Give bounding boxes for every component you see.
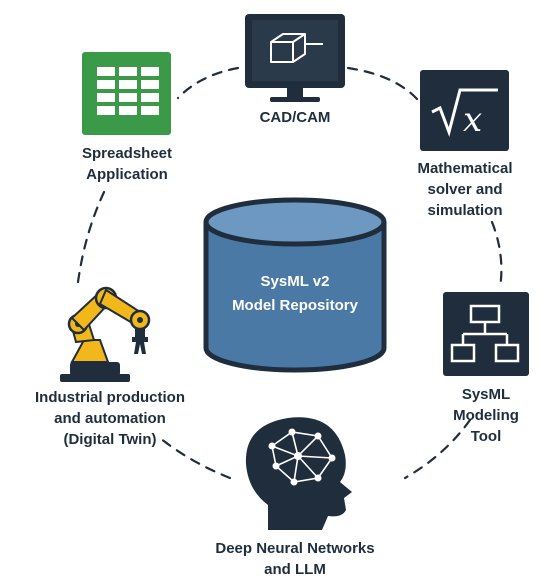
math-solver-label-line: Mathematical [417, 160, 513, 177]
spreadsheet-label-line: Application [86, 166, 168, 183]
monitor-cube-icon [245, 14, 345, 102]
dnn-label: Deep Neural Networks and LLM [195, 538, 395, 580]
industrial-label-line: Industrial production [35, 389, 185, 406]
spreadsheet-label-line: Spreadsheet [81, 145, 173, 162]
sysml-tool-label-line: SysML [461, 386, 511, 403]
industrial-label: Industrial production and automation (Di… [10, 387, 210, 450]
database-cylinder-icon [203, 197, 387, 373]
repository-label: SysML v2 Model Repository [205, 270, 385, 318]
sysml-tool-label-line: Tool [470, 428, 502, 445]
cadcam-label: CAD/CAM [245, 107, 345, 128]
sysml-tool-label: SysML Modeling Tool [422, 384, 550, 447]
robot-arm-icon [60, 286, 151, 382]
spreadsheet-icon [82, 52, 171, 135]
flowchart-icon [443, 292, 529, 376]
brain-network-icon [245, 417, 352, 530]
sysml-tool-label-line: Modeling [453, 407, 519, 424]
math-solver-label-line: simulation [427, 202, 503, 219]
dnn-label-line: and LLM [264, 561, 326, 578]
dnn-label-line: Deep Neural Networks [215, 540, 375, 557]
repository-label-line: SysML v2 [260, 273, 330, 290]
dashed-cycle-ring [76, 66, 503, 480]
math-solver-label: Mathematical solver and simulation [395, 158, 535, 221]
cadcam-label-line: CAD/CAM [259, 109, 331, 126]
repository-label-line: Model Repository [232, 297, 358, 314]
industrial-label-line: (Digital Twin) [63, 431, 157, 448]
industrial-label-line: and automation [54, 410, 166, 427]
spreadsheet-label: Spreadsheet Application [62, 143, 192, 185]
square-root-x-icon: x [420, 70, 509, 151]
math-solver-label-line: solver and [427, 181, 503, 198]
svg-text:x: x [463, 100, 482, 140]
